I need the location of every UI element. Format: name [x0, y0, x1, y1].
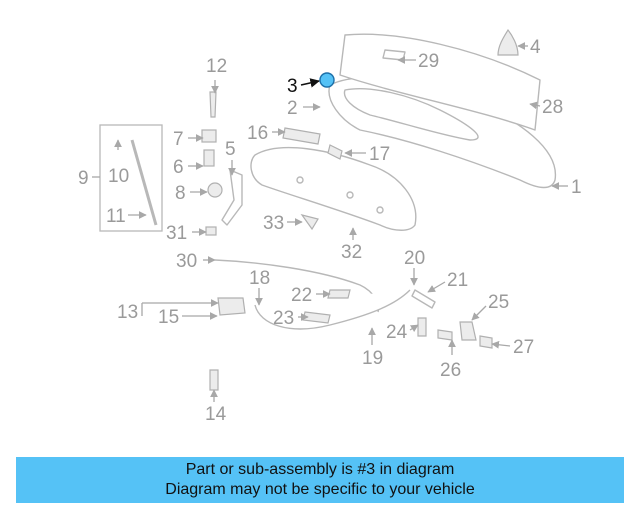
callout-label-8: 8: [175, 183, 186, 204]
prop-rod-box: [99, 124, 163, 232]
callout-label-28: 28: [542, 97, 563, 118]
callout-label-27: 27: [513, 337, 534, 358]
callout-label-10: 10: [108, 166, 129, 187]
callout-label-20: 20: [404, 248, 425, 269]
callout-label-11: 11: [106, 206, 126, 227]
nut-8: [207, 182, 223, 198]
callout-label-15: 15: [158, 307, 179, 328]
callout-label-5: 5: [225, 139, 236, 160]
callout-28: 28: [529, 97, 563, 118]
callout-10: 10: [108, 139, 129, 187]
release-cable-19: [254, 289, 411, 330]
clip-27: [479, 335, 493, 349]
bolt-14: [209, 369, 219, 391]
callout-20: 20: [404, 248, 425, 286]
callout-19: 19: [362, 327, 383, 369]
callout-14: 14: [205, 389, 227, 425]
callout-2: 2: [287, 98, 321, 119]
callout-9: 9: [78, 168, 100, 189]
prop-rod-12: [209, 91, 217, 118]
callout-13: 13: [117, 299, 219, 323]
callout-label-9: 9: [78, 168, 89, 189]
callout-1: 1: [551, 177, 582, 198]
bolt-6: [203, 149, 215, 167]
callout-label-26: 26: [440, 360, 461, 381]
callout-label-13: 13: [117, 302, 138, 323]
hood-seal: [339, 33, 541, 131]
striker-24: [417, 317, 427, 337]
callout-label-7: 7: [173, 129, 184, 150]
callout-21: 21: [427, 270, 468, 293]
callout-8: 8: [175, 183, 208, 204]
callout-label-16: 16: [247, 123, 268, 144]
callout-18: 18: [249, 268, 270, 306]
callout-30: 30: [176, 251, 216, 272]
callout-15: 15: [158, 307, 218, 328]
clip-31: [205, 226, 217, 236]
callout-label-23: 23: [273, 308, 294, 329]
part-3-highlighted: [319, 72, 335, 88]
callout-label-29: 29: [418, 51, 439, 72]
latch-13: [217, 297, 246, 316]
callout-4: 4: [517, 37, 541, 58]
grommet-4: [497, 28, 519, 56]
bolt-26: [437, 329, 453, 341]
callout-33: 33: [263, 213, 303, 234]
nut-7: [201, 129, 217, 143]
callout-label-2: 2: [287, 98, 298, 119]
callout-label-4: 4: [530, 37, 541, 58]
callout-label-17: 17: [369, 144, 390, 165]
parts-diagram: 1 2 3 4 5 6 7 8 9 10 11 12 13 14 15 16 1…: [78, 28, 582, 425]
callout-24: 24: [386, 322, 419, 343]
info-banner: Part or sub-assembly is #3 in diagram Di…: [16, 457, 624, 503]
callout-label-19: 19: [362, 348, 383, 369]
callout-label-32: 32: [341, 242, 362, 263]
callout-label-1: 1: [571, 177, 582, 198]
bolt-17: [327, 144, 343, 160]
banner-line-1: Part or sub-assembly is #3 in diagram: [185, 461, 455, 478]
callout-label-33: 33: [263, 213, 284, 234]
callout-label-24: 24: [386, 322, 408, 343]
callout-label-14: 14: [205, 404, 227, 425]
bumper-25: [459, 321, 477, 341]
bumper-16: [282, 127, 321, 145]
callout-12: 12: [206, 56, 227, 94]
callout-26: 26: [440, 339, 461, 381]
callout-6: 6: [173, 157, 204, 178]
callout-16: 16: [247, 123, 286, 144]
pad-33: [300, 214, 319, 231]
callout-22: 22: [291, 285, 331, 306]
callout-label-3: 3: [287, 76, 298, 97]
hinge-5: [221, 169, 243, 226]
callout-label-22: 22: [291, 285, 312, 306]
callout-label-25: 25: [488, 292, 509, 313]
callout-label-31: 31: [166, 223, 187, 244]
callout-27: 27: [491, 337, 534, 358]
callout-label-12: 12: [206, 56, 227, 77]
callout-label-21: 21: [447, 270, 468, 291]
callout-3: 3: [287, 76, 320, 97]
callout-5: 5: [225, 139, 236, 176]
callout-31: 31: [166, 223, 207, 244]
callout-11: 11: [106, 206, 147, 227]
handle-22: [327, 289, 351, 299]
callout-25: 25: [471, 292, 509, 321]
banner-line-2: Diagram may not be specific to your vehi…: [165, 481, 475, 498]
callout-23: 23: [273, 308, 309, 329]
callout-label-30: 30: [176, 251, 197, 272]
callout-17: 17: [344, 144, 390, 165]
callout-32: 32: [341, 227, 362, 263]
callout-label-6: 6: [173, 157, 184, 178]
callout-label-18: 18: [249, 268, 270, 289]
callout-29: 29: [397, 51, 439, 72]
callout-7: 7: [173, 129, 204, 150]
hook-21: [411, 289, 436, 309]
